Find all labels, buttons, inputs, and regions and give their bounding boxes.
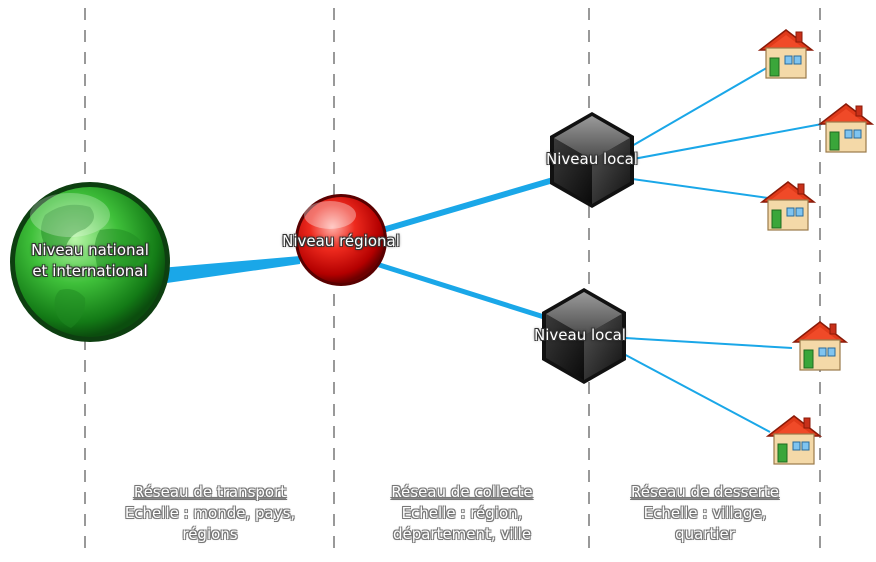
house-icon — [759, 29, 813, 79]
service-network-title: Réseau de desserte — [631, 483, 779, 501]
link-local-house-4 — [624, 337, 793, 349]
collection-network-caption: Réseau de collecte Echelle : région, dép… — [344, 482, 580, 545]
link-local-house-3 — [624, 177, 769, 199]
local-top-node-label: Niveau local — [546, 150, 638, 168]
national-node-label: Niveau national et international — [8, 240, 172, 282]
link-local-house-2 — [627, 123, 823, 161]
red-sphere-icon — [295, 194, 387, 286]
globe-icon — [10, 182, 170, 342]
collection-scale-line2: département, ville — [392, 525, 532, 543]
service-scale-line2: quartier — [675, 525, 735, 543]
transport-network-caption: Réseau de transport Echelle : monde, pay… — [90, 482, 330, 545]
local-bottom-node-label: Niveau local — [534, 326, 626, 344]
national-label-line1: Niveau national — [31, 241, 149, 259]
link-local-house-5 — [619, 351, 771, 433]
house-icon — [761, 181, 815, 231]
collection-scale-line1: Echelle : région, — [401, 504, 523, 522]
transport-scale-line2: régions — [182, 525, 238, 543]
national-label-line2: et international — [32, 262, 148, 280]
service-scale-line1: Echelle : village, — [643, 504, 767, 522]
house-icon — [793, 321, 847, 371]
collection-network-title: Réseau de collecte — [391, 483, 533, 501]
service-network-caption: Réseau de desserte Echelle : village, qu… — [594, 482, 816, 545]
transport-scale-line1: Echelle : monde, pays, — [124, 504, 296, 522]
link-regional-local-bottom — [369, 259, 561, 325]
house-icon — [819, 103, 873, 153]
black-cube-icon — [542, 288, 626, 384]
link-regional-local-top — [375, 175, 561, 235]
transport-network-title: Réseau de transport — [133, 483, 287, 501]
link-national-regional — [160, 256, 300, 284]
black-cube-icon — [550, 112, 634, 208]
house-icon — [767, 415, 821, 465]
regional-node-label: Niveau régional — [282, 232, 400, 250]
link-local-house-1 — [624, 65, 771, 151]
